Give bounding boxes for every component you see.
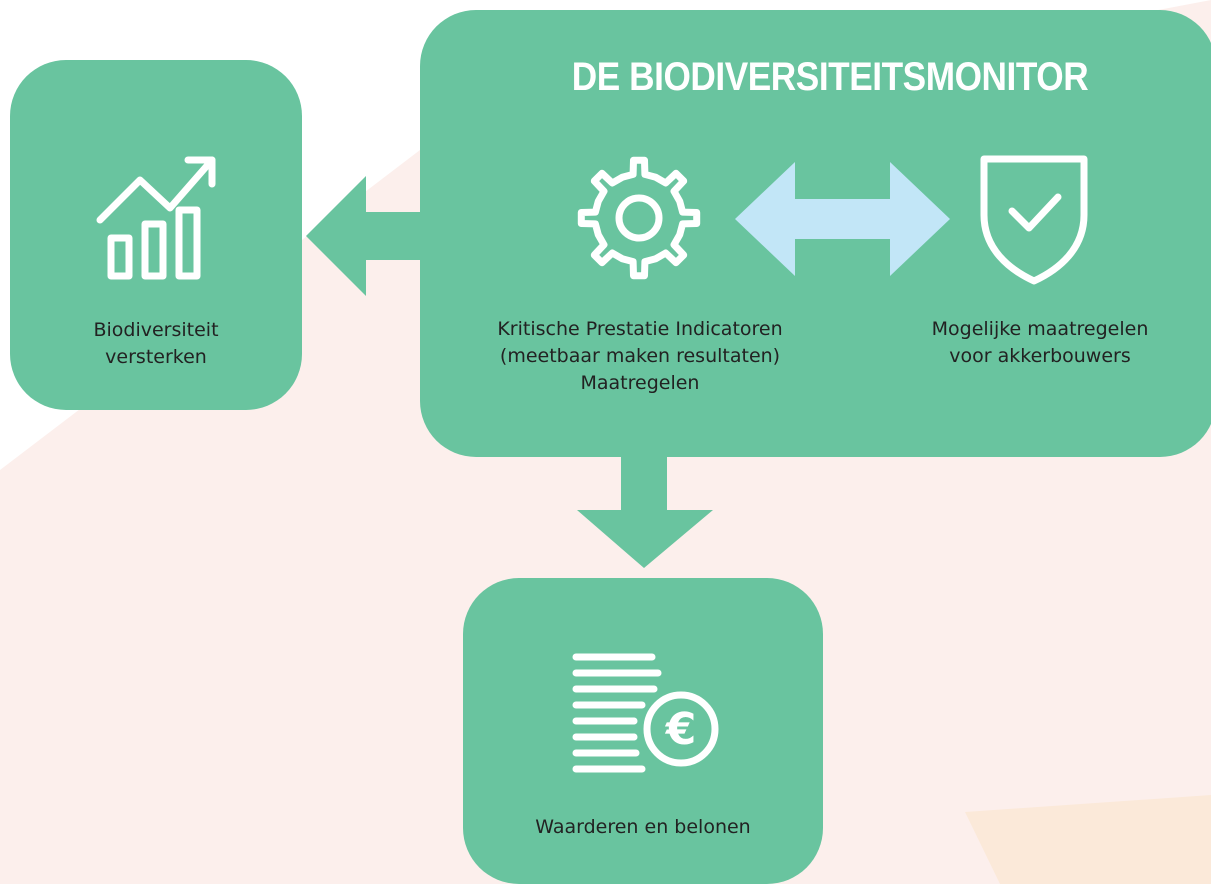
kpi-label: Kritische Prestatie Indicatoren (meetbaa… [497,318,783,394]
shield-check-icon [980,155,1088,285]
bottom-box-label: Waarderen en belonen [535,816,751,838]
svg-text:€: € [665,704,697,755]
measures-label: Mogelijke maatregelen voor akkerbouwers [931,318,1149,367]
left-box-label: Biodiversiteit versterken [93,319,219,368]
gear-icon [577,156,701,280]
arrow-to-left-box [306,176,425,296]
bottom-box [463,578,823,884]
corner-shape [965,795,1211,884]
coins-euro-icon: € [572,653,719,773]
double-arrow [735,162,950,276]
left-box [10,60,302,410]
double-arrow-shape [735,162,950,276]
monitor-title: DE BIODIVERSITEITSMONITOR [571,55,1089,99]
growth-chart-icon [96,156,216,280]
arrow-to-bottom-box [577,450,713,568]
